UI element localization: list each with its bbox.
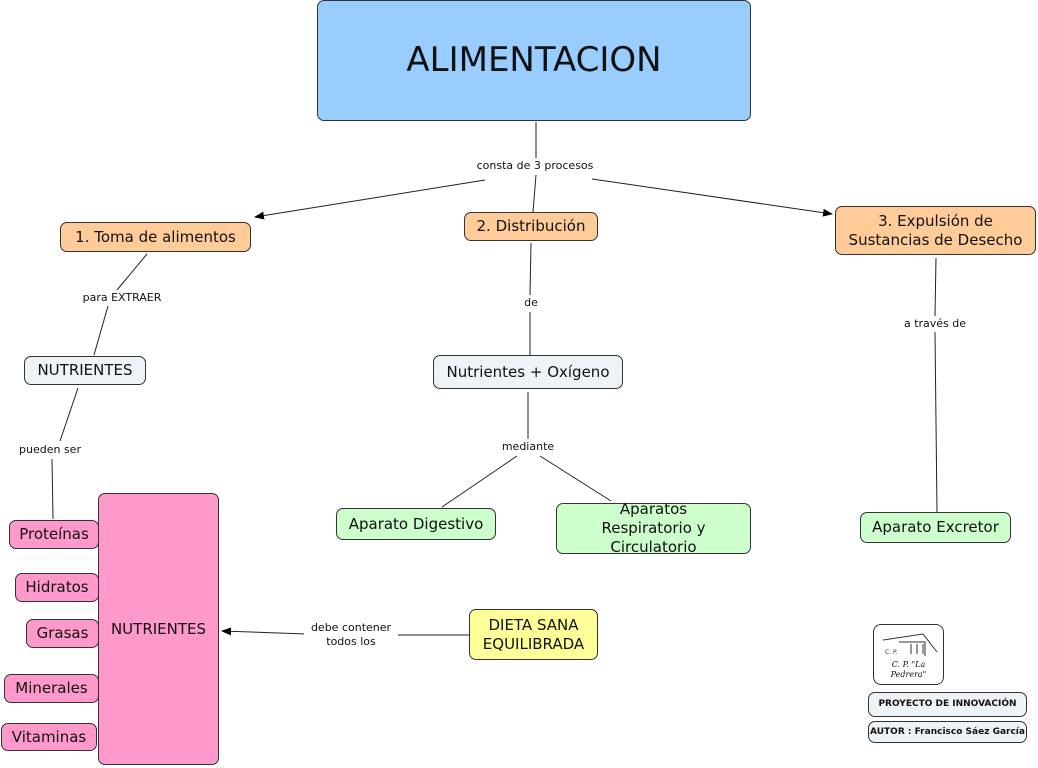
link-pueden: pueden ser [17, 443, 83, 457]
school-logo: C. P. C. P. "La Pedrera" [873, 624, 944, 685]
link-mediante: mediante [499, 440, 557, 454]
nutrient-grasas[interactable]: Grasas [26, 619, 99, 648]
dieta-node[interactable]: DIETA SANA EQUILIBRADA [469, 609, 598, 660]
link-debe: debe contener todos los [304, 621, 398, 649]
aparato-digestivo-node[interactable]: Aparato Digestivo [336, 508, 496, 540]
logo-text: C. P. "La Pedrera" [890, 659, 927, 679]
process-expulsion[interactable]: 3. Expulsión de Sustancias de Desecho [835, 206, 1036, 255]
nutrient-minerales[interactable]: Minerales [4, 674, 99, 703]
nutrient-hidratos[interactable]: Hidratos [15, 573, 99, 602]
process-toma[interactable]: 1. Toma de alimentos [60, 222, 251, 252]
nutrientes-node[interactable]: NUTRIENTES [24, 356, 146, 385]
autor-label: AUTOR : Francisco Sáez García [868, 721, 1027, 743]
proyecto-label: PROYECTO DE INNOVACIÓN [868, 692, 1027, 717]
nutrient-vitaminas[interactable]: Vitaminas [1, 723, 97, 751]
process-distribucion[interactable]: 2. Distribución [464, 212, 598, 241]
title-node[interactable]: ALIMENTACION [317, 0, 751, 121]
aparato-excretor-node[interactable]: Aparato Excretor [860, 512, 1011, 543]
link-para: para EXTRAER [80, 291, 164, 305]
nutrientes-big-node[interactable]: NUTRIENTES [98, 493, 219, 765]
nutrientes-oxigeno-node[interactable]: Nutrientes + Oxígeno [433, 355, 623, 389]
aparatos-respiratorio-node[interactable]: Aparatos Respiratorio y Circulatorio [556, 500, 751, 556]
building-icon: C. P. [882, 632, 937, 656]
link-consta: consta de 3 procesos [474, 159, 596, 173]
link-de: de [522, 296, 540, 310]
nutrient-proteinas[interactable]: Proteínas [9, 520, 99, 549]
svg-text:C. P.: C. P. [885, 649, 898, 656]
link-traves: a través de [901, 317, 969, 331]
